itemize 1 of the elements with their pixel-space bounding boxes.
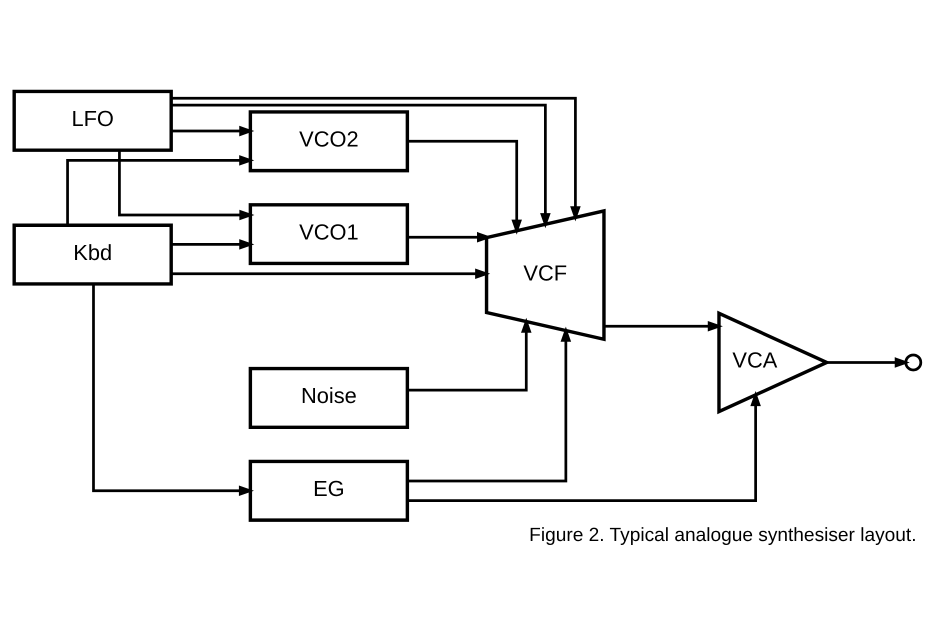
caption: Figure 2. Typical analogue synthesiser layout.: [529, 524, 917, 546]
